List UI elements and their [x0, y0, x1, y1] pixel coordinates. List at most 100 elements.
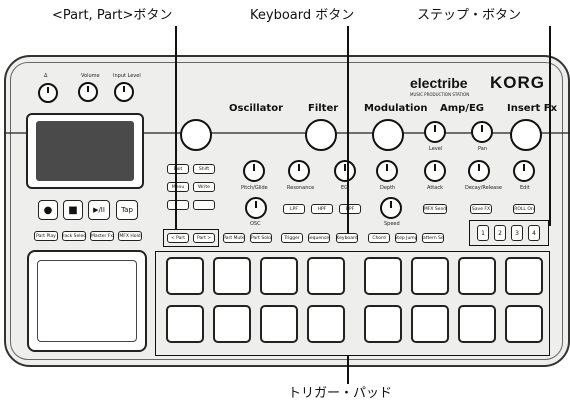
resonance-knob[interactable] [288, 160, 310, 182]
trigger-pad-1[interactable] [166, 257, 204, 295]
menu-button[interactable]: Menu [167, 182, 189, 192]
pattern-set-button[interactable]: Pattern Set [422, 233, 444, 243]
trigger-pad-4[interactable] [307, 257, 345, 295]
trigger-pad-5[interactable] [364, 257, 402, 295]
section-oscillator: Oscillator [229, 103, 283, 114]
trigger-pad-15[interactable] [458, 305, 496, 343]
lcd-display [26, 113, 144, 189]
master-fx-button[interactable]: Master Fx [90, 231, 114, 241]
attack-knob[interactable] [424, 160, 446, 182]
section-filter: Filter [308, 103, 339, 114]
part-solo-button[interactable]: Part Solo [250, 233, 272, 243]
insert-fx-knob[interactable] [510, 119, 542, 151]
level-label: Level [429, 146, 443, 152]
trigger-pad-6[interactable] [411, 257, 449, 295]
modulation-knob[interactable] [372, 119, 404, 151]
resonance-label: Resonance [287, 185, 315, 191]
callout-trigger-pad: トリガー・パッド [288, 386, 393, 401]
track-select-button[interactable]: Track Select [62, 231, 86, 241]
mfx-send-button[interactable]: MFX Send [423, 204, 447, 214]
trigger-pad-14[interactable] [411, 305, 449, 343]
lcd-screen [36, 121, 134, 181]
osc-edit-knob[interactable] [245, 197, 267, 219]
pan-knob[interactable] [471, 121, 493, 143]
leader-line-keyboard [347, 26, 349, 233]
power-button[interactable] [38, 83, 58, 103]
trigger-pad-12[interactable] [307, 305, 345, 343]
stop-button[interactable]: ■ [63, 200, 83, 220]
trigger-pads-highlight [155, 251, 550, 356]
lpf-button[interactable]: LPF [283, 204, 305, 214]
pitch-glide-knob[interactable] [243, 160, 265, 182]
keyboard-button[interactable]: Keyboard [336, 233, 358, 243]
decay-release-knob[interactable] [468, 160, 490, 182]
part-buttons-highlight [163, 229, 219, 247]
step-button-3[interactable]: 3 [511, 225, 523, 241]
trigger-pad-2[interactable] [213, 257, 251, 295]
touch-pad[interactable] [27, 250, 147, 352]
step-button-1[interactable]: 1 [477, 225, 489, 241]
callout-part-button: <Part, Part>ボタン [52, 8, 173, 23]
callout-keyboard-button: Keyboard ボタン [250, 8, 355, 23]
trigger-pad-10[interactable] [213, 305, 251, 343]
step-jump-button[interactable]: Step Jump [395, 233, 417, 243]
trigger-pad-8[interactable] [505, 257, 543, 295]
exit-button[interactable]: Exit [167, 164, 189, 174]
hpf-button[interactable]: HPF [311, 204, 333, 214]
volume-label: Volume [81, 73, 100, 79]
trigger-button[interactable]: Trigger [281, 233, 303, 243]
play-pause-button[interactable]: ▶/II [88, 200, 110, 220]
speed-knob[interactable] [380, 197, 402, 219]
input-level-knob[interactable] [114, 82, 134, 102]
depth-knob[interactable] [376, 160, 398, 182]
shift-button[interactable]: Shift [193, 164, 215, 174]
part-play-button[interactable]: Part Play [34, 231, 58, 241]
depth-label: Depth [380, 185, 396, 191]
write-button[interactable]: Write [193, 182, 215, 192]
tap-button[interactable]: Tap [116, 200, 138, 220]
pan-label: Pan [478, 146, 488, 152]
osc-small-button-1[interactable] [167, 200, 189, 210]
step-button-4[interactable]: 4 [528, 225, 540, 241]
osc-small-button-2[interactable] [193, 200, 215, 210]
device-inner-panel [10, 62, 563, 360]
decay-release-label: Decay/Release [465, 185, 502, 191]
input-level-label: Input Level [113, 73, 141, 79]
chord-button[interactable]: Chord [368, 233, 390, 243]
step-button-2[interactable]: 2 [494, 225, 506, 241]
trigger-pad-3[interactable] [260, 257, 298, 295]
section-insert-fx: Insert Fx [507, 103, 558, 114]
trigger-pad-9[interactable] [166, 305, 204, 343]
brand-subtitle: MUSIC PRODUCTION STATION [410, 92, 470, 97]
oscillator-knob[interactable] [180, 119, 212, 151]
trigger-pad-16[interactable] [505, 305, 543, 343]
level-knob[interactable] [424, 121, 446, 143]
leader-line-trigger [347, 356, 349, 384]
trigger-pad-13[interactable] [364, 305, 402, 343]
edit-knob[interactable] [513, 160, 535, 182]
bpf-button[interactable]: BPF [339, 204, 361, 214]
callout-step-button: ステップ・ボタン [417, 8, 522, 23]
volume-knob[interactable] [78, 82, 98, 102]
section-modulation: Modulation [364, 103, 428, 114]
speed-label: Speed [384, 221, 400, 227]
mfx-hold-button[interactable]: MFX Hold [118, 231, 142, 241]
eg-knob[interactable] [334, 160, 356, 182]
filter-knob[interactable] [305, 119, 337, 151]
leader-line-step [549, 26, 551, 226]
part-next-button[interactable]: Part > [193, 233, 215, 243]
eg-label: EG [341, 185, 349, 191]
sequencer-button[interactable]: Sequencer [308, 233, 330, 243]
edit-label: Edit [520, 185, 530, 191]
save-fx-button[interactable]: Save FX [470, 204, 492, 214]
trigger-pad-11[interactable] [260, 305, 298, 343]
osc-small-label: OSC [250, 221, 261, 227]
roll-on-button[interactable]: ROLL On [513, 204, 535, 214]
record-button[interactable]: ● [38, 200, 58, 220]
step-buttons-highlight [469, 220, 549, 246]
touch-pad-surface [37, 260, 137, 342]
part-mute-button[interactable]: Part Mute [223, 233, 245, 243]
trigger-pad-7[interactable] [458, 257, 496, 295]
part-prev-button[interactable]: < Part [167, 233, 189, 243]
pitch-glide-label: Pitch/Glide [241, 185, 268, 191]
